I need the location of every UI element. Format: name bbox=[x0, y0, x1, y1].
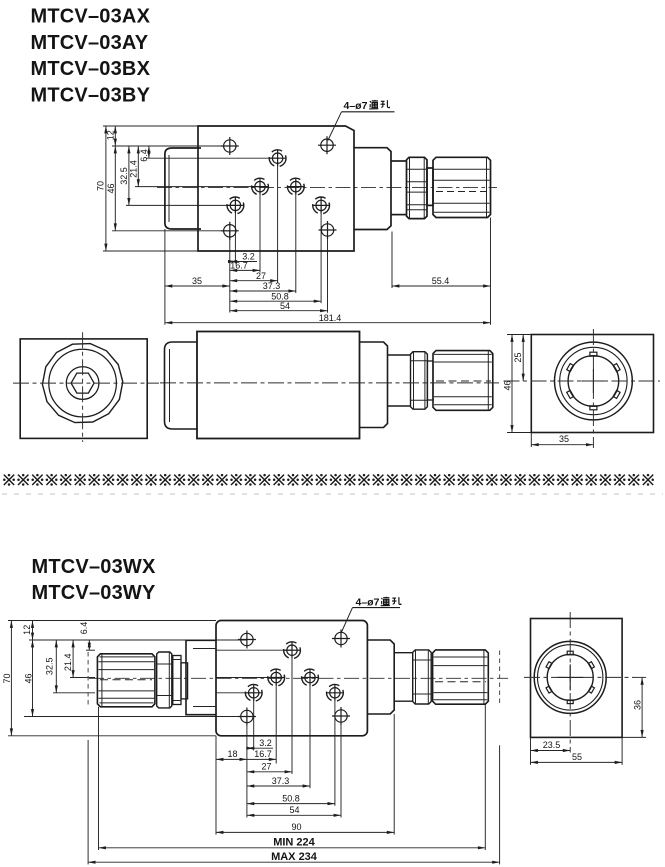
svg-text:181.4: 181.4 bbox=[319, 313, 342, 323]
svg-text:MIN 224: MIN 224 bbox=[273, 837, 315, 849]
svg-text:MTCV–03BX: MTCV–03BX bbox=[31, 58, 151, 80]
svg-text:23.5: 23.5 bbox=[543, 740, 561, 750]
svg-text:MTCV–03WX: MTCV–03WX bbox=[32, 556, 157, 578]
svg-text:37.3: 37.3 bbox=[272, 776, 290, 786]
svg-text:46: 46 bbox=[106, 183, 116, 193]
svg-text:46: 46 bbox=[24, 673, 34, 683]
svg-text:55: 55 bbox=[572, 752, 582, 762]
svg-text:25: 25 bbox=[513, 352, 523, 362]
svg-text:32.5: 32.5 bbox=[45, 658, 55, 676]
svg-text:3.2: 3.2 bbox=[242, 252, 255, 262]
svg-text:3.2: 3.2 bbox=[259, 738, 272, 748]
svg-text:4–ø7: 4–ø7 bbox=[344, 100, 368, 112]
svg-text:55.4: 55.4 bbox=[432, 276, 450, 286]
svg-text:4–ø7: 4–ø7 bbox=[356, 597, 380, 609]
svg-text:18: 18 bbox=[227, 749, 237, 759]
svg-text:36: 36 bbox=[633, 700, 643, 710]
svg-text:12: 12 bbox=[22, 625, 32, 635]
svg-text:MAX 234: MAX 234 bbox=[271, 851, 318, 863]
svg-text:MTCV–03AX: MTCV–03AX bbox=[31, 6, 151, 28]
svg-text:MTCV–03AY: MTCV–03AY bbox=[31, 32, 149, 54]
svg-text:21.4: 21.4 bbox=[129, 160, 139, 178]
svg-text:70: 70 bbox=[96, 181, 106, 191]
svg-text:16.7: 16.7 bbox=[230, 261, 248, 271]
svg-text:27: 27 bbox=[256, 271, 266, 281]
svg-text:MTCV–03BY: MTCV–03BY bbox=[31, 85, 151, 107]
svg-text:54: 54 bbox=[280, 301, 290, 311]
svg-text:90: 90 bbox=[291, 822, 301, 832]
svg-text:50.8: 50.8 bbox=[271, 291, 289, 301]
svg-text:MTCV–03WY: MTCV–03WY bbox=[32, 582, 157, 604]
svg-text:37.3: 37.3 bbox=[263, 281, 281, 291]
svg-text:35: 35 bbox=[192, 276, 202, 286]
svg-text:32.5: 32.5 bbox=[119, 167, 129, 185]
svg-text:54: 54 bbox=[289, 805, 299, 815]
svg-text:35: 35 bbox=[559, 434, 569, 444]
svg-text:6.4: 6.4 bbox=[139, 149, 149, 162]
svg-text:6.4: 6.4 bbox=[79, 622, 89, 635]
svg-text:16.7: 16.7 bbox=[254, 749, 272, 759]
svg-text:21.4: 21.4 bbox=[63, 654, 73, 672]
svg-text:50.8: 50.8 bbox=[282, 793, 300, 803]
svg-text:12: 12 bbox=[106, 130, 116, 140]
svg-text:70: 70 bbox=[2, 673, 12, 683]
svg-text:27: 27 bbox=[261, 762, 271, 772]
svg-text:46: 46 bbox=[503, 380, 513, 390]
